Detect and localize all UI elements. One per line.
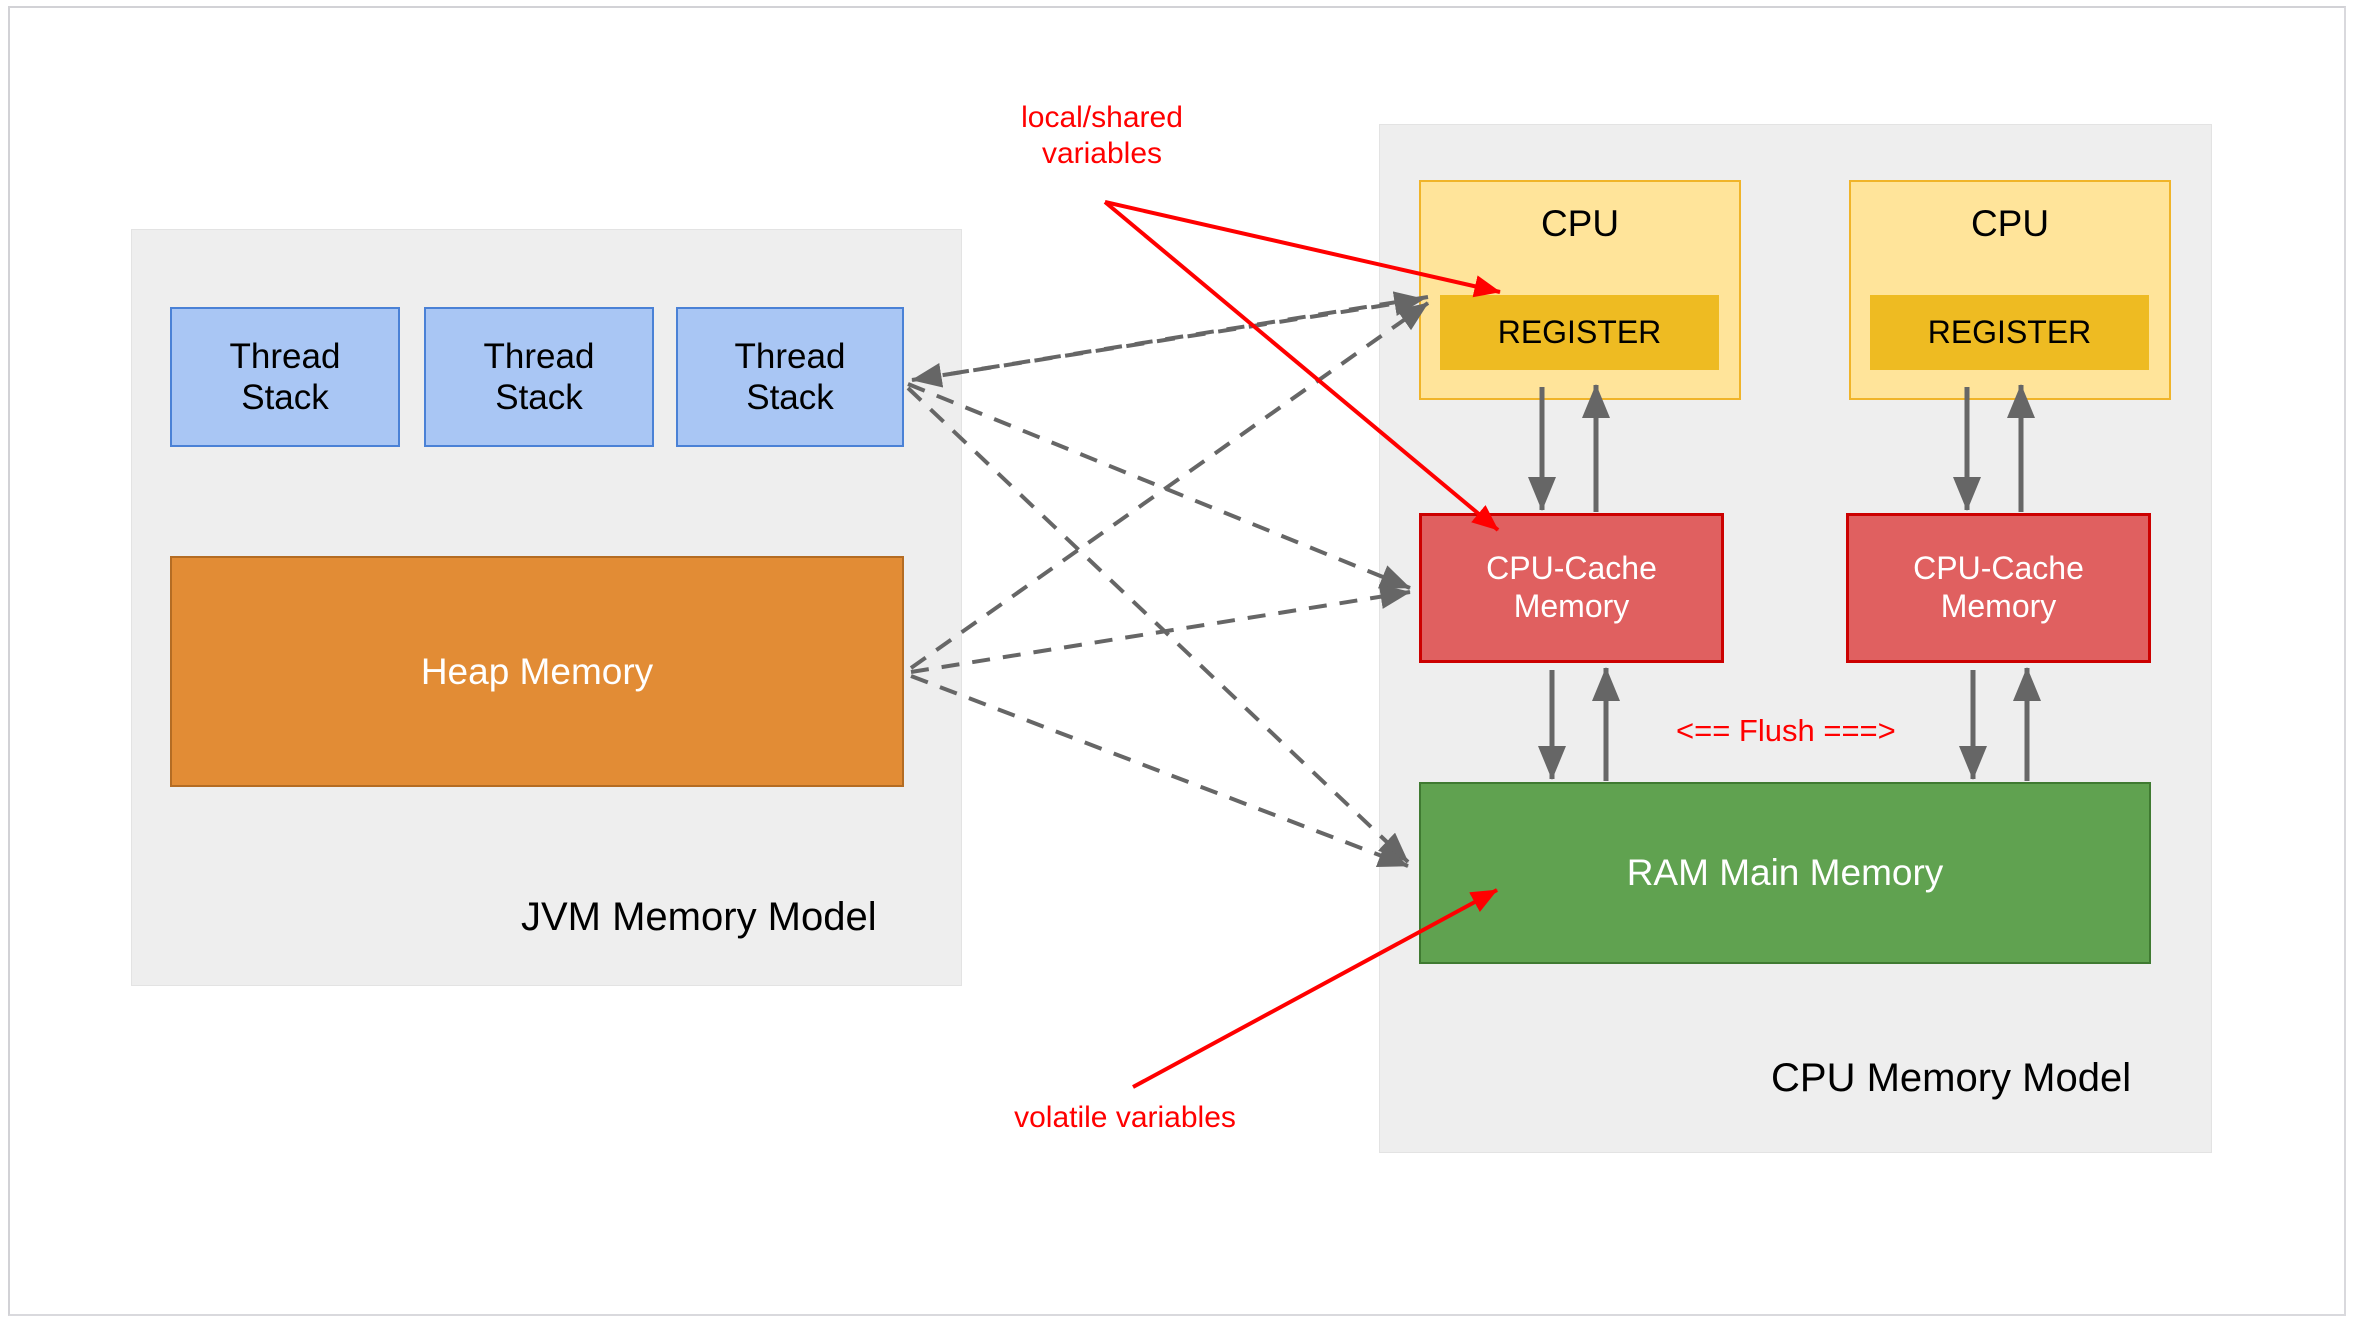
thread-stack-box-1: Thread Stack xyxy=(170,307,400,447)
thread-stack-box-2: Thread Stack xyxy=(424,307,654,447)
register-box-2: REGISTER xyxy=(1870,295,2149,370)
heap-memory-box: Heap Memory xyxy=(170,556,904,787)
thread-stack-box-3: Thread Stack xyxy=(676,307,904,447)
cpu-memory-model-caption: CPU Memory Model xyxy=(1771,1056,2132,1100)
cpu-cache-memory-box-2: CPU-Cache Memory xyxy=(1846,513,2151,663)
local-shared-variables-label: local/shared variables xyxy=(1021,101,1183,170)
jvm-memory-model-caption: JVM Memory Model xyxy=(521,895,877,939)
flush-label: <== Flush ===> xyxy=(1676,713,1896,748)
ram-main-memory-box: RAM Main Memory xyxy=(1419,782,2151,964)
cpu-cache-memory-box-1: CPU-Cache Memory xyxy=(1419,513,1724,663)
register-box-1: REGISTER xyxy=(1440,295,1719,370)
volatile-variables-label: volatile variables xyxy=(1014,1101,1236,1134)
